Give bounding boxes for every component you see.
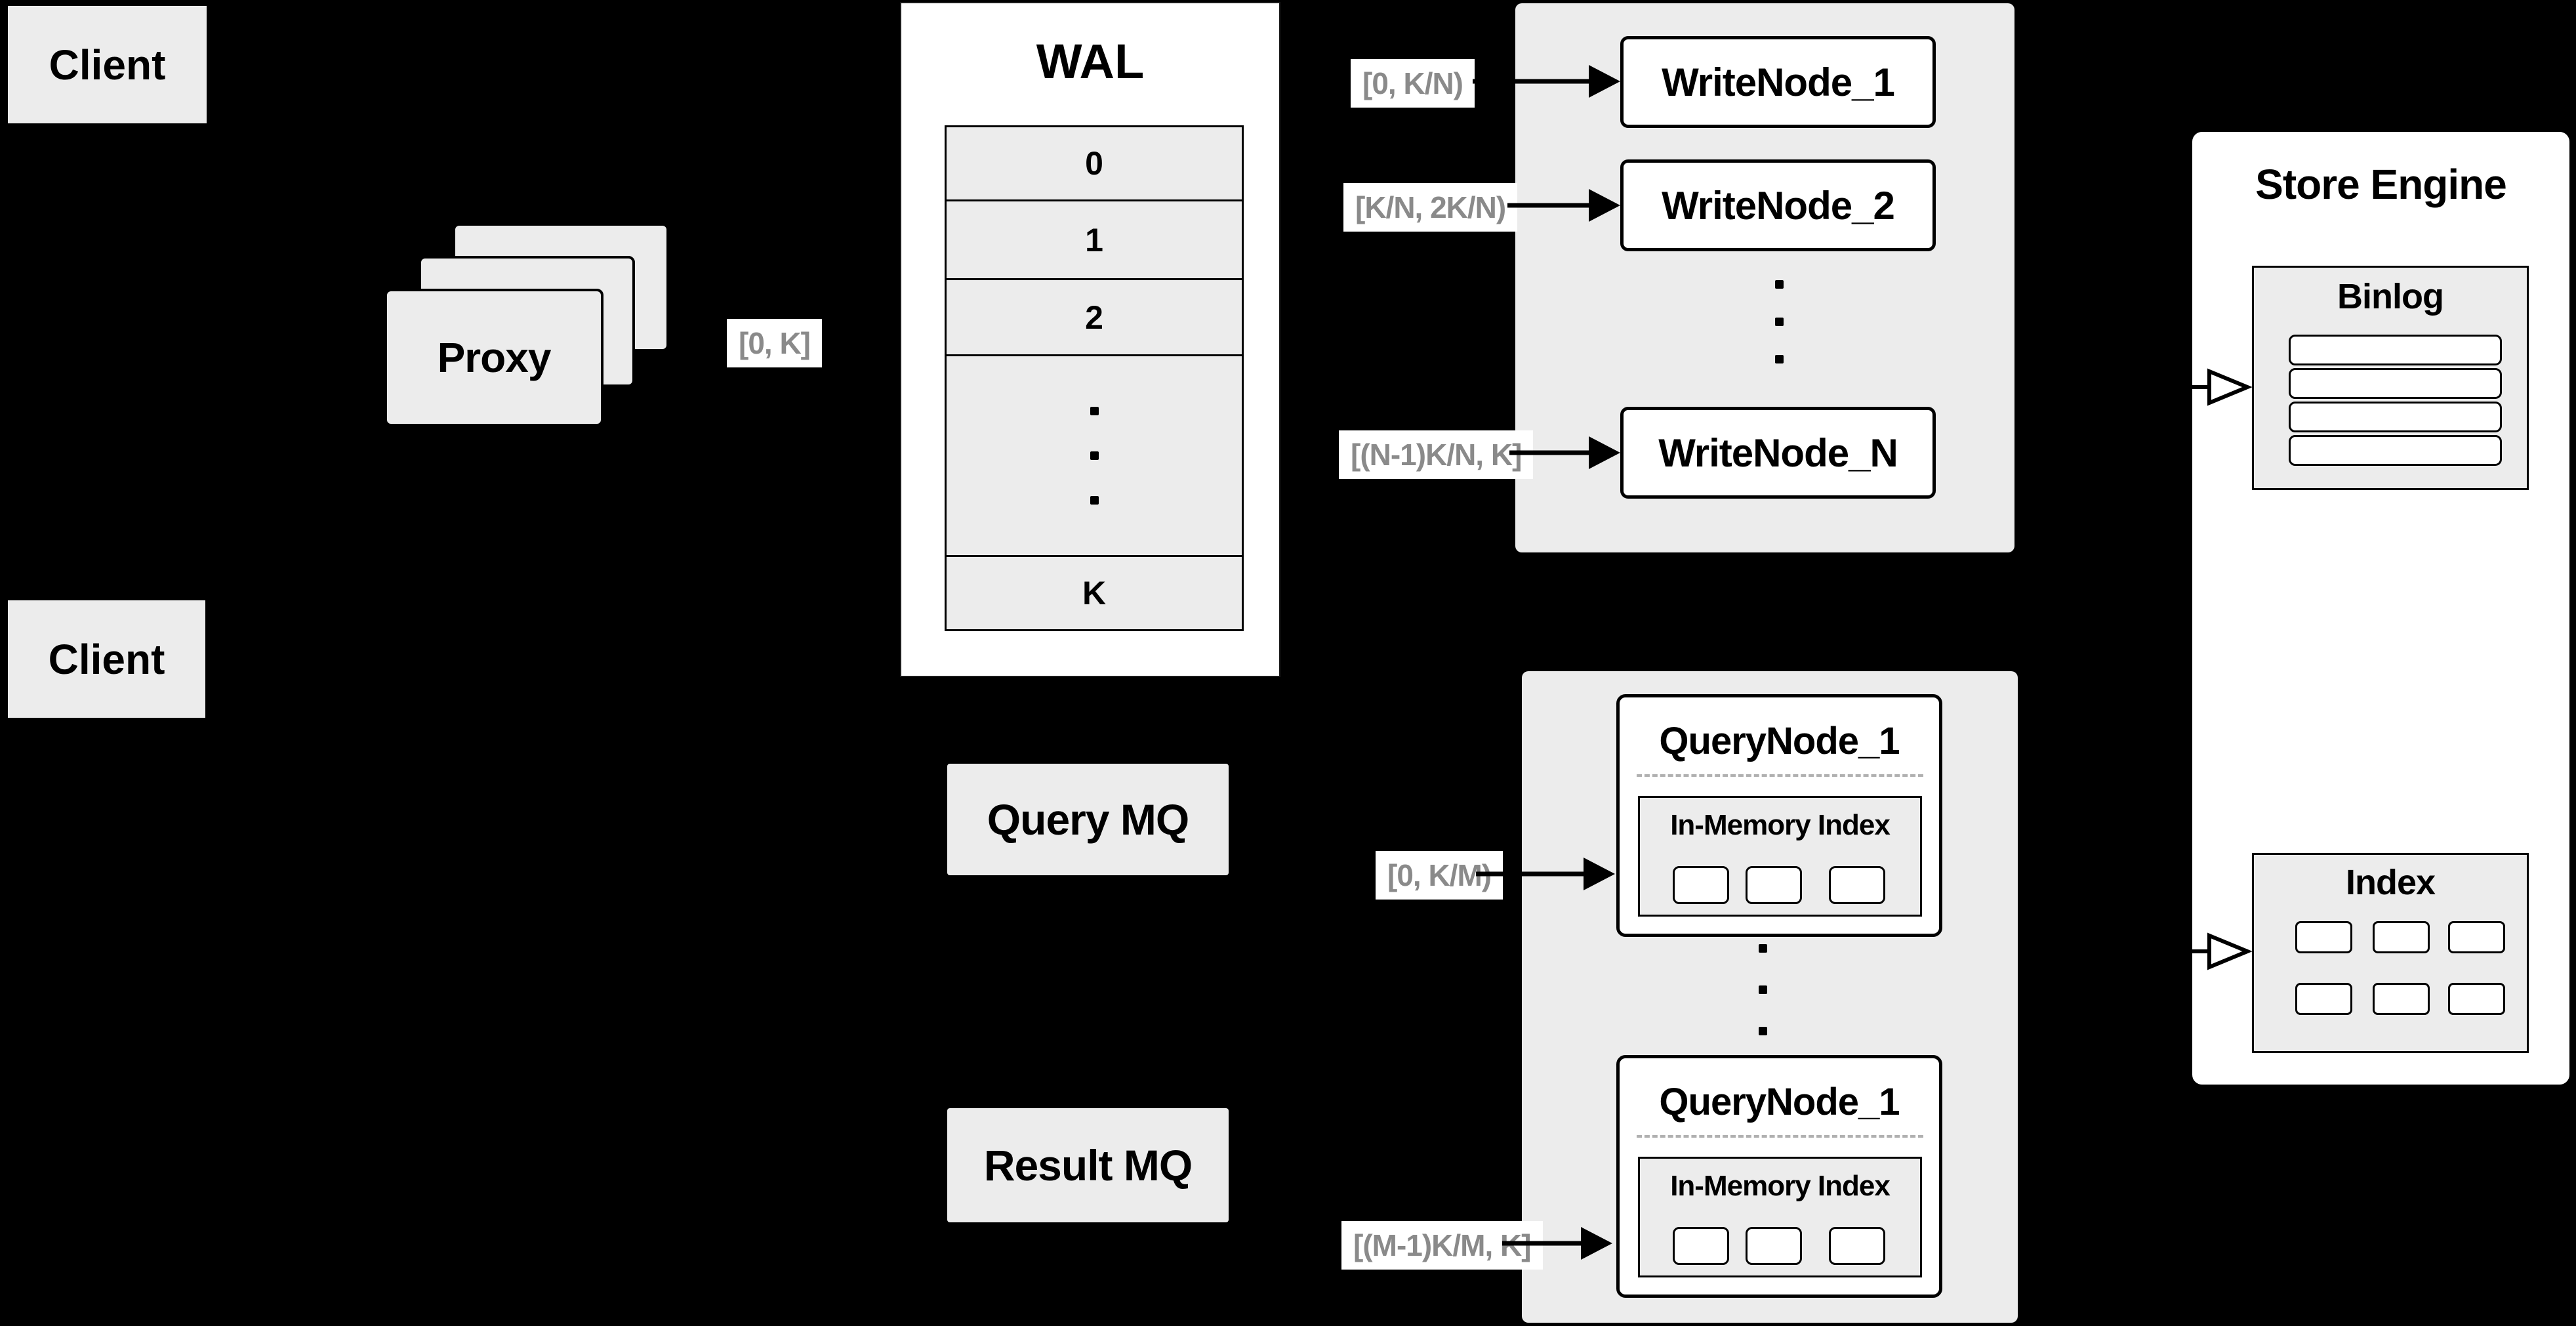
ellipsis-dot [1759, 944, 1767, 953]
in-memory-index-top-box: In-Memory Index [1638, 796, 1922, 917]
write-node-ellipsis [1775, 280, 1784, 363]
binlog-segment-bar [2289, 335, 2502, 365]
index-file-cell [2448, 983, 2505, 1015]
index-segment-cell [1746, 1227, 1802, 1265]
index-segment-cell [1829, 866, 1885, 904]
range-label-write-1: [0, K/N) [1351, 59, 1475, 108]
query-node-bottom-box: QueryNode_1 In-Memory Index [1616, 1055, 1942, 1298]
in-memory-index-bottom-box: In-Memory Index [1638, 1157, 1922, 1277]
arrow-right-icon [1473, 65, 1620, 98]
dashed-separator [1637, 1135, 1923, 1138]
range-label-proxy-wal: [0, K] [727, 319, 822, 367]
result-mq-label: Result MQ [983, 1141, 1193, 1190]
query-node-bottom-title: QueryNode_1 [1659, 1080, 1900, 1123]
query-node-top-title: QueryNode_1 [1659, 719, 1900, 762]
store-engine-box: Store Engine Binlog Index [2190, 130, 2571, 1087]
client-bottom-label: Client [48, 635, 165, 683]
client-top-box: Client [7, 5, 208, 125]
in-memory-index-top-title: In-Memory Index [1670, 809, 1891, 841]
write-node-2-box: WriteNode_2 [1620, 159, 1936, 251]
index-box: Index [2252, 853, 2529, 1053]
write-node-1-label: WriteNode_1 [1662, 60, 1895, 104]
ellipsis-dot [1759, 1027, 1767, 1035]
arrow-right-icon [1476, 858, 1615, 890]
in-memory-index-bottom-title: In-Memory Index [1670, 1170, 1891, 1202]
hollow-arrow-right-icon [2152, 932, 2253, 970]
wal-row-ellipsis [947, 354, 1242, 555]
query-node-ellipsis [1759, 944, 1767, 1035]
wal-container: WAL 0 1 2 K [900, 2, 1280, 677]
ellipsis-dot [1090, 407, 1099, 415]
index-segment-cell [1673, 1227, 1729, 1265]
arrow-right-icon [1509, 436, 1620, 469]
arrow-right-icon [1507, 189, 1620, 222]
index-segment-cell [1829, 1227, 1885, 1265]
index-file-cell [2448, 921, 2505, 953]
wal-row-k: K [947, 555, 1242, 629]
arrow-right-icon [1502, 1227, 1612, 1260]
binlog-segment-bar [2289, 402, 2502, 432]
client-top-label: Client [49, 41, 166, 89]
client-bottom-box: Client [7, 599, 207, 719]
query-mq-label: Query MQ [987, 795, 1189, 844]
write-node-1-box: WriteNode_1 [1620, 36, 1936, 128]
ellipsis-dot [1090, 496, 1099, 505]
binlog-title: Binlog [2337, 277, 2444, 316]
result-mq-box: Result MQ [946, 1107, 1230, 1224]
range-label-write-2: [K/N, 2K/N) [1343, 183, 1518, 232]
write-node-n-box: WriteNode_N [1620, 407, 1936, 499]
store-engine-title: Store Engine [2255, 161, 2507, 208]
wal-title: WAL [1036, 33, 1145, 89]
binlog-box: Binlog [2252, 266, 2529, 490]
ellipsis-dot [1090, 451, 1099, 460]
binlog-segment-bar [2289, 368, 2502, 399]
wal-row-1: 1 [947, 199, 1242, 278]
proxy-card-front: Proxy [384, 289, 603, 426]
index-file-cell [2373, 921, 2430, 953]
query-mq-box: Query MQ [946, 762, 1230, 877]
index-file-cell [2295, 983, 2352, 1015]
ellipsis-dot [1775, 355, 1784, 363]
hollow-arrow-right-icon [2152, 368, 2253, 406]
ellipsis-dot [1759, 985, 1767, 994]
wal-row-0: 0 [1085, 145, 1103, 182]
wal-table: 0 1 2 K [945, 125, 1244, 631]
wal-row-2: 2 [947, 278, 1242, 354]
binlog-segment-bar [2289, 435, 2502, 466]
ellipsis-dot [1775, 318, 1784, 326]
index-segment-cell [1746, 866, 1802, 904]
index-title: Index [2345, 863, 2436, 902]
dashed-separator [1637, 774, 1923, 777]
write-node-2-label: WriteNode_2 [1662, 183, 1895, 228]
query-node-top-box: QueryNode_1 In-Memory Index [1616, 694, 1942, 937]
index-file-cell [2295, 921, 2352, 953]
index-file-cell [2373, 983, 2430, 1015]
write-node-n-label: WriteNode_N [1658, 430, 1898, 475]
range-label-write-n: [(N-1)K/N, K] [1339, 430, 1534, 479]
ellipsis-dot [1775, 280, 1784, 289]
index-segment-cell [1673, 866, 1729, 904]
proxy-label: Proxy [437, 334, 552, 381]
